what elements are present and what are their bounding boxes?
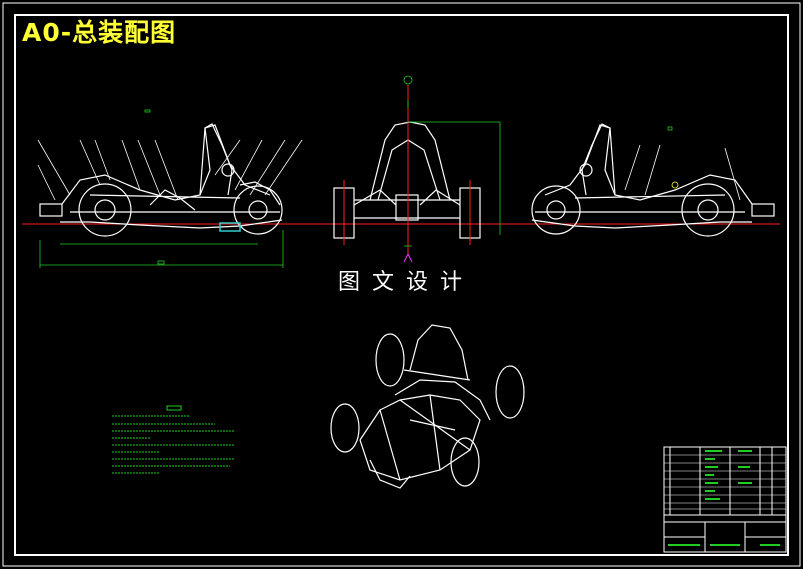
technical-notes-block bbox=[112, 405, 235, 474]
iso-wheel-front-left bbox=[330, 403, 360, 453]
seat-back bbox=[149, 189, 196, 211]
front-view-centerline bbox=[343, 85, 471, 255]
inner-hoop bbox=[377, 139, 441, 201]
rear-wheel bbox=[78, 183, 132, 237]
iso-wheel-rear-left bbox=[375, 333, 405, 387]
parts-list-entries bbox=[668, 450, 780, 546]
wishbone-left bbox=[353, 189, 397, 206]
iso-frame-top bbox=[394, 379, 491, 421]
front-view-note-mark bbox=[403, 253, 409, 263]
rear-axle-stub bbox=[751, 203, 775, 217]
isometric-view bbox=[330, 324, 525, 489]
front-hub bbox=[546, 200, 566, 220]
iso-nose bbox=[369, 459, 411, 489]
front-bulkhead bbox=[239, 181, 281, 206]
left-side-view bbox=[39, 123, 283, 237]
main-hoop bbox=[199, 123, 233, 196]
seat-box bbox=[395, 194, 419, 221]
side-tube bbox=[574, 194, 726, 199]
left-view-leaders bbox=[37, 139, 303, 201]
rear-hub bbox=[94, 199, 116, 221]
pedal-box-highlight bbox=[219, 222, 241, 232]
right-side-view bbox=[531, 123, 775, 237]
front-wheel bbox=[233, 185, 283, 235]
right-view-leaders bbox=[624, 144, 741, 201]
front-wheel bbox=[531, 185, 581, 235]
steering-wheel bbox=[579, 163, 593, 177]
iso-roll-hoop bbox=[409, 324, 469, 381]
wishbone-right bbox=[419, 189, 461, 206]
rear-hub bbox=[697, 199, 719, 221]
iso-wheel-front-right bbox=[450, 437, 480, 487]
front-view bbox=[333, 121, 481, 239]
frame-tubes bbox=[61, 124, 271, 205]
side-tube bbox=[89, 194, 241, 199]
drawing-title: A0-总装配图 bbox=[22, 18, 177, 47]
front-view-note-mark-2 bbox=[407, 253, 413, 263]
iso-wheel-rear-right bbox=[495, 365, 525, 419]
chassis-floor bbox=[531, 219, 752, 229]
frame-tubes bbox=[544, 124, 753, 205]
parts-list-rows bbox=[664, 454, 786, 510]
left-view-dimensions bbox=[39, 109, 284, 268]
front-hub bbox=[248, 200, 268, 220]
inner-frame bbox=[14, 14, 789, 556]
right-view-dimensions bbox=[667, 126, 679, 189]
steering-wheel bbox=[221, 163, 235, 177]
parts-list-table bbox=[663, 446, 787, 553]
roll-hoop bbox=[369, 121, 451, 201]
front-view-dimensions bbox=[403, 75, 501, 247]
main-hoop bbox=[581, 123, 616, 196]
chassis-floor bbox=[60, 219, 283, 229]
rear-wheel bbox=[681, 183, 735, 237]
watermark-text: 图文设计 bbox=[338, 270, 475, 295]
rear-axle-stub bbox=[39, 203, 63, 217]
iso-frame bbox=[359, 394, 481, 481]
